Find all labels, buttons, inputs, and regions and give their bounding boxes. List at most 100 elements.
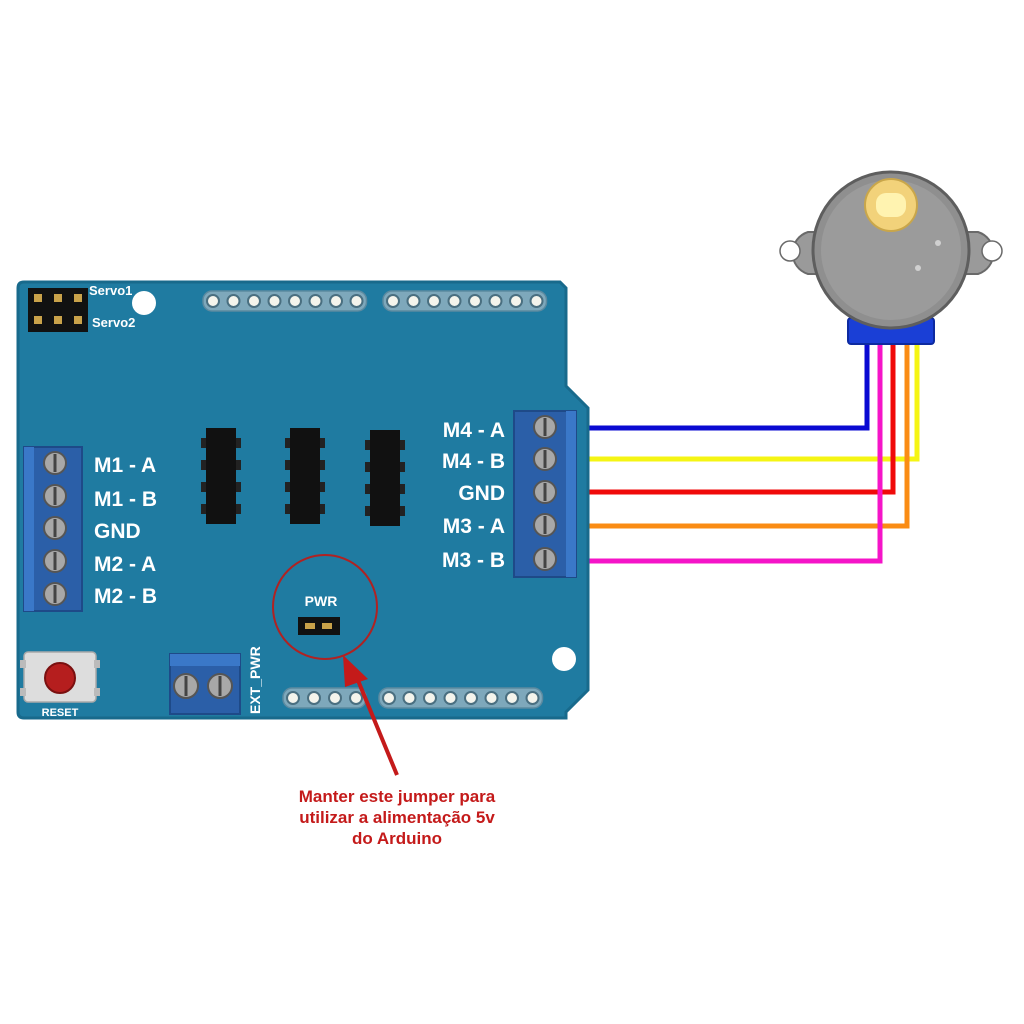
header-strip — [202, 290, 368, 312]
header-pin — [386, 294, 400, 308]
header-pin — [328, 691, 342, 705]
header-pin — [427, 294, 441, 308]
header-pin — [447, 294, 462, 308]
header-bottom-2 — [378, 687, 544, 709]
chip-pin — [285, 460, 290, 470]
pwr-highlight-circle — [272, 554, 378, 660]
wire-red — [588, 340, 896, 495]
chip-pin — [236, 482, 241, 492]
right-terminal-edge — [566, 411, 576, 577]
header-pin — [484, 691, 499, 705]
motor-shield-board: Servo1 Servo2 M1 - A M1 - B GND M2 - A M… — [16, 280, 590, 720]
driver-chip — [290, 428, 320, 524]
left-terminal-label-4: M2 - A — [94, 553, 156, 576]
ext-pwr-label: EXT_PWR — [247, 646, 263, 714]
chip-pin — [236, 504, 241, 514]
header-pin — [288, 294, 302, 308]
motor-face — [821, 180, 961, 320]
pwr-jumper-pin-1 — [305, 623, 315, 629]
chip-pin — [365, 506, 370, 516]
chip-pin — [285, 482, 290, 492]
header-strip — [378, 687, 544, 709]
motor-hole-left — [779, 240, 801, 262]
jumper-annotation: Manter este jumper para utilizar a alime… — [262, 786, 532, 849]
wire-blue — [588, 340, 870, 431]
driver-chip — [370, 430, 400, 526]
header-pin — [488, 294, 503, 308]
left-terminal-label-5: M2 - B — [94, 585, 157, 608]
chip-pin — [285, 438, 290, 448]
motor-shaft — [876, 193, 906, 217]
left-terminal-label-3: GND — [94, 520, 141, 543]
servo2-label: Servo2 — [92, 315, 135, 330]
annotation-line-2: utilizar a alimentação 5v — [299, 808, 495, 827]
chip-pin — [201, 504, 206, 514]
header-pin — [505, 691, 519, 705]
header-strip — [382, 290, 548, 312]
reset-leg-3 — [94, 660, 100, 668]
chip-pin — [365, 440, 370, 450]
chip-pin — [400, 440, 405, 450]
header-pin — [443, 691, 458, 705]
header-pin — [267, 294, 282, 308]
motor-hole-right — [981, 240, 1003, 262]
servo1-label: Servo1 — [89, 283, 132, 298]
header-pin — [329, 294, 343, 308]
header-pin — [509, 294, 523, 308]
reset-label: RESET — [42, 707, 79, 719]
header-pin — [406, 294, 421, 308]
right-terminal-label-4: M3 - A — [443, 515, 505, 538]
header-top-1 — [202, 290, 368, 312]
header-top-2 — [382, 290, 548, 312]
reset-button[interactable] — [44, 662, 76, 694]
motor-screw-1 — [935, 240, 941, 246]
header-bottom-1 — [282, 687, 367, 709]
reset-leg-2 — [20, 688, 26, 696]
chip-pin — [320, 482, 325, 492]
motor-screw-2 — [915, 265, 921, 271]
right-terminal-label-1: M4 - A — [443, 419, 505, 442]
mount-hole-bottom — [552, 647, 576, 671]
header-pin — [423, 691, 437, 705]
chip-pin — [400, 506, 405, 516]
chip-pin — [365, 484, 370, 494]
right-terminal-label-2: M4 - B — [442, 450, 505, 473]
header-pin — [402, 691, 417, 705]
header-pin — [286, 691, 300, 705]
pwr-jumper[interactable] — [298, 617, 340, 635]
right-terminal-label-3: GND — [458, 482, 505, 505]
reset-leg-4 — [94, 688, 100, 696]
header-pin — [382, 691, 396, 705]
driver-chips — [201, 428, 405, 526]
chip-pin — [320, 438, 325, 448]
mount-hole-top — [132, 291, 156, 315]
wire-pink — [588, 340, 883, 564]
header-pin — [247, 294, 261, 308]
chip-pin — [201, 438, 206, 448]
right-terminal-screws — [533, 415, 557, 571]
stepper-motor — [779, 170, 1003, 345]
chip-pin — [320, 504, 325, 514]
pwr-jumper-pin-2 — [322, 623, 332, 629]
annotation-line-1: Manter este jumper para — [298, 787, 496, 806]
wires — [588, 340, 920, 564]
chip-pin — [201, 460, 206, 470]
ext-pwr-terminal-top — [170, 654, 240, 666]
header-pin — [525, 691, 540, 705]
driver-chip — [206, 428, 236, 524]
wire-orange — [588, 340, 910, 529]
chip-pin — [285, 504, 290, 514]
chip-pin — [236, 438, 241, 448]
pwr-label: PWR — [305, 593, 338, 609]
left-terminal-screws — [43, 451, 67, 606]
header-pin — [529, 294, 544, 308]
servo-pins — [34, 294, 82, 324]
header-pin — [308, 294, 323, 308]
chip-pin — [400, 462, 405, 472]
header-pin — [206, 294, 220, 308]
header-pin — [464, 691, 478, 705]
right-terminal-label-5: M3 - B — [442, 549, 505, 572]
header-pin — [468, 294, 482, 308]
wire-yellow — [588, 340, 920, 462]
